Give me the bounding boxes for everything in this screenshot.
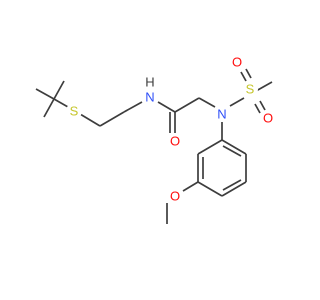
bond <box>182 181 199 192</box>
amide-nitrogen-label: N <box>145 90 154 105</box>
bond <box>123 101 143 113</box>
bond <box>221 181 247 197</box>
amide-hydrogen-label: H <box>145 75 154 90</box>
bond <box>222 145 242 157</box>
bond <box>53 80 65 100</box>
sulfonyl-oxygen-label-top: O <box>232 55 242 70</box>
thioether-sulfur-label: S <box>70 104 79 119</box>
bond <box>254 103 261 114</box>
bond <box>35 88 55 100</box>
methoxy-oxygen-label: O <box>170 189 180 204</box>
bond <box>229 97 245 107</box>
bond <box>245 68 252 79</box>
bond <box>43 98 55 118</box>
molecule-diagram: S N H O N S O O O <box>35 54 276 224</box>
bond <box>197 181 223 197</box>
bond <box>259 100 266 111</box>
bond <box>174 97 200 113</box>
bond <box>240 71 247 82</box>
bond <box>197 139 223 155</box>
bond <box>99 111 125 127</box>
bond <box>255 81 273 92</box>
bond <box>53 98 69 108</box>
atom-labels: S N H O N S O O O <box>66 54 276 204</box>
bond <box>198 97 216 108</box>
bond <box>79 113 101 127</box>
carbonyl-oxygen-label: O <box>170 134 180 149</box>
sulfonyl-sulfur-label: S <box>246 82 255 97</box>
bond <box>157 101 176 113</box>
bond <box>221 139 247 155</box>
bond <box>222 179 242 191</box>
sulfonamide-nitrogen-label: N <box>217 107 226 122</box>
bonds <box>35 68 273 224</box>
sulfonyl-oxygen-label-bottom: O <box>263 111 273 126</box>
